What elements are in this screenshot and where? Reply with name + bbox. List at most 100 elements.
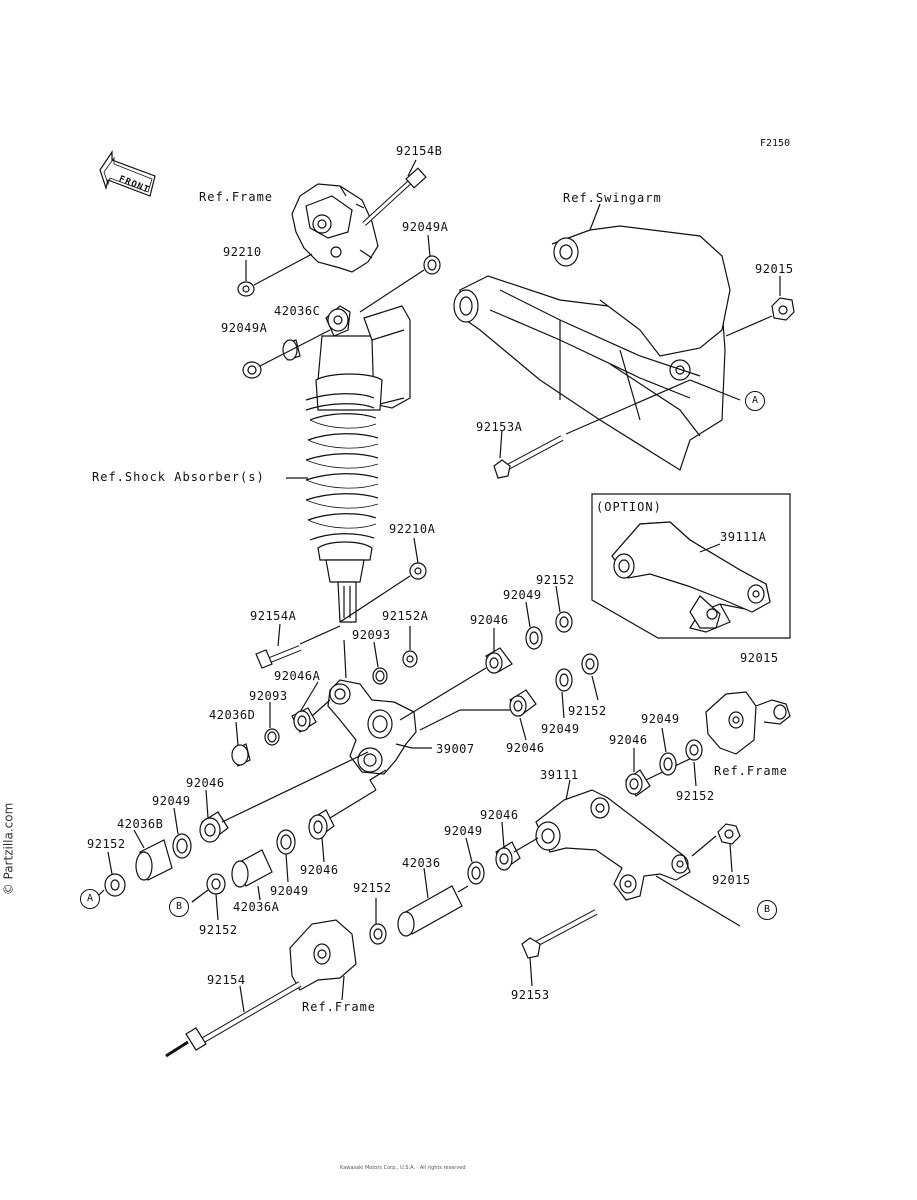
ref-swingarm: Ref.Swingarm (563, 191, 662, 205)
collar-92152-f (370, 924, 386, 944)
ref-frame-right: Ref.Frame (714, 764, 789, 778)
shock-absorber-part (306, 306, 410, 622)
bolt-92154 (166, 984, 300, 1056)
ref-frame-bottom: Ref.Frame (302, 1000, 377, 1014)
collar-92152-e (207, 874, 225, 894)
callout-a-top: A (745, 391, 765, 411)
part-label: 92046 (186, 776, 225, 790)
rocker-arm-39007 (328, 680, 416, 774)
seal-92049-f (468, 862, 484, 884)
washer-92049a-top (424, 256, 440, 274)
part-label: 92046 (470, 613, 509, 627)
part-label: 92153A (476, 420, 523, 434)
collar-42036 (398, 886, 462, 936)
frame-right-part (706, 692, 790, 754)
part-label: 92049 (641, 712, 680, 726)
front-arrow-icon (100, 152, 155, 196)
seal-92093-b (265, 729, 279, 745)
part-label: 92046A (274, 669, 321, 683)
part-label: 92210 (223, 245, 262, 259)
watermark: © Partzilla.com (1, 802, 16, 896)
collar-42036b (136, 840, 172, 880)
nut-92015-right (718, 824, 740, 844)
part-label: 92152A (382, 609, 429, 623)
part-label: 92154B (396, 144, 443, 158)
link-39111a-option (612, 522, 770, 632)
bearing-92046-b (200, 812, 228, 842)
bolt-92153a (494, 438, 562, 478)
bearing-92046-a (486, 648, 512, 673)
nut-92210 (238, 282, 254, 296)
part-label: 92093 (352, 628, 391, 642)
figure-code: F2150 (760, 138, 791, 149)
swingarm-part (454, 226, 730, 470)
part-label: 39111 (540, 768, 579, 782)
part-label: 92049A (402, 220, 449, 234)
bearing-92046-right (626, 770, 650, 796)
bolt-92154b (364, 168, 426, 224)
part-label: 42036 (402, 856, 441, 870)
seal-92049-a (526, 627, 542, 649)
part-label: 92046 (480, 808, 519, 822)
part-label: 92049 (270, 884, 309, 898)
part-label: 92046 (506, 741, 545, 755)
part-label: 92152 (353, 881, 392, 895)
option-label: (OPTION) (596, 500, 662, 514)
part-label: 92152 (536, 573, 575, 587)
part-label: 39007 (436, 742, 475, 756)
part-label: 92210A (389, 522, 436, 536)
nut-92015-top (772, 298, 794, 320)
part-label: 92154 (207, 973, 246, 987)
frame-bottom-part (290, 920, 356, 990)
frame-top-part (292, 184, 378, 272)
seal-92049-b (173, 834, 191, 858)
seal-92049-right (660, 753, 676, 775)
nut-92210a (410, 563, 426, 579)
part-label: 92046 (300, 863, 339, 877)
bearing-92046-d (309, 810, 334, 839)
part-label: 42036C (274, 304, 321, 318)
bearing-92046-f (496, 842, 520, 870)
collar-92152a (403, 651, 417, 667)
footer-text: Kawasaki Motors Corp., U.S.A. · All righ… (340, 1165, 466, 1171)
bearing-92046-c (510, 690, 536, 716)
seal-92049-c (556, 669, 572, 691)
part-label: 92152 (199, 923, 238, 937)
collar-92152-d (105, 874, 125, 896)
collar-92046a (292, 708, 316, 732)
part-label: 92152 (676, 789, 715, 803)
callout-a-bottom: A (80, 889, 100, 909)
part-label: 92049 (541, 722, 580, 736)
part-label: 42036D (209, 708, 256, 722)
collar-42036a (232, 850, 272, 887)
washer-92049a-left (243, 362, 261, 378)
part-label: 92049A (221, 321, 268, 335)
part-label: 92015 (740, 651, 779, 665)
part-label: 92049 (444, 824, 483, 838)
part-label: 92154A (250, 609, 297, 623)
bolt-92153 (522, 912, 596, 958)
part-label: 92152 (568, 704, 607, 718)
bolt-92154a (256, 648, 300, 668)
part-label: 92093 (249, 689, 288, 703)
ref-shock-absorber: Ref.Shock Absorber(s) (92, 470, 265, 484)
callout-b-left: B (169, 897, 189, 917)
part-label: 92049 (503, 588, 542, 602)
collar-92152-c (582, 654, 598, 674)
part-label: 92153 (511, 988, 550, 1002)
part-label: 39111A (720, 530, 767, 544)
part-label: 92049 (152, 794, 191, 808)
part-label: 92015 (712, 873, 751, 887)
option-box (592, 494, 790, 638)
part-label: 92152 (87, 837, 126, 851)
part-label: 92015 (755, 262, 794, 276)
link-39111 (536, 790, 690, 900)
seal-92093-a (373, 668, 387, 684)
callout-b-right: B (757, 900, 777, 920)
part-label: 42036B (117, 817, 164, 831)
collar-92152-right (686, 740, 702, 760)
collar-42036d (232, 744, 250, 766)
ref-frame-top: Ref.Frame (199, 190, 274, 204)
part-label: 42036A (233, 900, 280, 914)
